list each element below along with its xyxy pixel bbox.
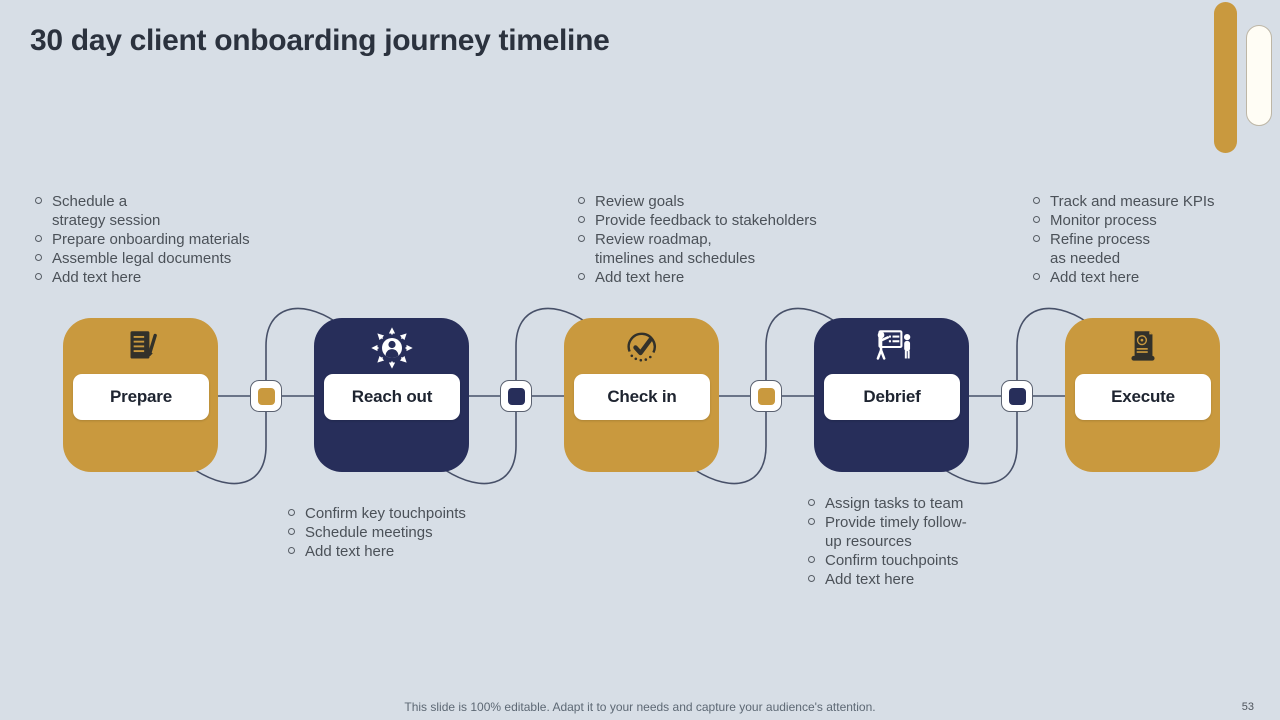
list-item: Monitor process: [1033, 211, 1263, 230]
list-item: Schedule meetings: [288, 523, 518, 542]
circle-bullet-icon: [808, 575, 815, 582]
page-title: 30 day client onboarding journey timelin…: [30, 24, 610, 57]
circle-bullet-icon: [808, 518, 815, 525]
bullet-list-prepare: Schedule a strategy session Prepare onbo…: [35, 192, 325, 287]
list-item: Refine process as needed: [1033, 230, 1263, 268]
list-item: Prepare onboarding materials: [35, 230, 325, 249]
bullet-list-execute: Track and measure KPIs Monitor process R…: [1033, 192, 1263, 287]
list-item: Review goals: [578, 192, 878, 211]
connector-node-2: [500, 380, 532, 412]
circle-bullet-icon: [288, 547, 295, 554]
connector-node-4: [1001, 380, 1033, 412]
list-item: Confirm touchpoints: [808, 551, 1038, 570]
gold-pill-decoration: [1214, 2, 1237, 153]
stage-label-execute: Execute: [1075, 374, 1211, 420]
circle-bullet-icon: [1033, 197, 1040, 204]
connector-node-fill: [507, 387, 525, 405]
circle-bullet-icon: [1033, 235, 1040, 242]
circle-bullet-icon: [1033, 273, 1040, 280]
bullet-list-debrief: Assign tasks to team Provide timely foll…: [808, 494, 1038, 589]
stage-card-execute: Execute: [1065, 318, 1220, 472]
list-item: Add text here: [808, 570, 1038, 589]
circle-bullet-icon: [578, 197, 585, 204]
circle-bullet-icon: [808, 556, 815, 563]
scroll-icon: [1065, 326, 1220, 368]
list-item: Track and measure KPIs: [1033, 192, 1263, 211]
list-item: Add text here: [288, 542, 518, 561]
stage-card-debrief: Debrief: [814, 318, 969, 472]
stage-label-reach-out: Reach out: [324, 374, 460, 420]
list-item: Add text here: [578, 268, 878, 287]
circle-bullet-icon: [578, 216, 585, 223]
connector-node-3: [750, 380, 782, 412]
checkmark-circle-icon: [564, 326, 719, 370]
list-item: Add text here: [35, 268, 325, 287]
presentation-icon: [814, 326, 969, 368]
stage-label-debrief: Debrief: [824, 374, 960, 420]
connector-node-fill: [757, 387, 775, 405]
stage-card-check-in: Check in: [564, 318, 719, 472]
footer-note: This slide is 100% editable. Adapt it to…: [404, 700, 876, 714]
circle-bullet-icon: [578, 235, 585, 242]
list-item: Provide timely follow- up resources: [808, 513, 1038, 551]
circle-bullet-icon: [35, 254, 42, 261]
connector-node-fill: [1008, 387, 1026, 405]
list-item: Add text here: [1033, 268, 1263, 287]
circle-bullet-icon: [35, 273, 42, 280]
page-number: 53: [1241, 701, 1254, 713]
connector-node-1: [250, 380, 282, 412]
stage-card-reach-out: Reach out: [314, 318, 469, 472]
circle-bullet-icon: [578, 273, 585, 280]
list-item: Review roadmap, timelines and schedules: [578, 230, 878, 268]
bullet-list-check-in: Review goals Provide feedback to stakeho…: [578, 192, 878, 287]
list-item: Schedule a strategy session: [35, 192, 325, 230]
list-item: Assign tasks to team: [808, 494, 1038, 513]
stage-card-prepare: Prepare: [63, 318, 218, 472]
list-item: Assemble legal documents: [35, 249, 325, 268]
circle-bullet-icon: [808, 499, 815, 506]
circle-bullet-icon: [35, 235, 42, 242]
circle-bullet-icon: [35, 197, 42, 204]
list-item: Provide feedback to stakeholders: [578, 211, 878, 230]
stage-label-check-in: Check in: [574, 374, 710, 420]
person-radiate-icon: [314, 326, 469, 370]
stage-label-prepare: Prepare: [73, 374, 209, 420]
white-pill-decoration: [1246, 25, 1272, 126]
circle-bullet-icon: [288, 528, 295, 535]
circle-bullet-icon: [288, 509, 295, 516]
bullet-list-reach-out: Confirm key touchpoints Schedule meeting…: [288, 504, 518, 561]
list-item: Confirm key touchpoints: [288, 504, 518, 523]
circle-bullet-icon: [1033, 216, 1040, 223]
document-pencil-icon: [63, 326, 218, 368]
connector-node-fill: [257, 387, 275, 405]
